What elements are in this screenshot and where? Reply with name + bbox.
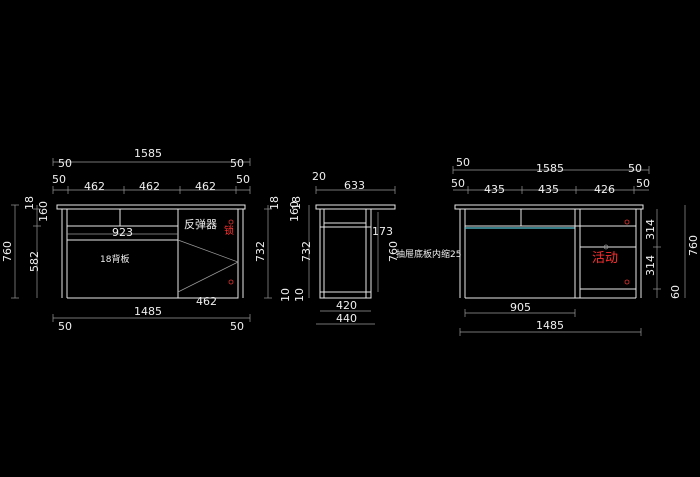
side-depth-top: 633 bbox=[344, 179, 365, 192]
front-note-back-panel: 18背板 bbox=[100, 253, 129, 265]
front-note-rebound: 反弹器 bbox=[184, 217, 217, 231]
back-height-foot: 60 bbox=[669, 285, 682, 299]
side-height-b2: 10 bbox=[293, 288, 306, 302]
back-edge-right-top: 50 bbox=[628, 162, 642, 175]
side-height-drawer: 160 bbox=[288, 201, 301, 222]
front-edge-right-2: 50 bbox=[236, 173, 250, 186]
front-bay-1: 462 bbox=[84, 180, 105, 193]
back-tabletop bbox=[454, 204, 644, 210]
back-edge-left-2: 50 bbox=[451, 177, 465, 190]
front-height-top: 18 bbox=[23, 196, 36, 210]
back-height-total: 760 bbox=[687, 235, 700, 256]
back-overall-width: 1585 bbox=[536, 162, 564, 175]
back-shelf-upper: 314 bbox=[644, 219, 657, 240]
front-height-side: 732 bbox=[254, 241, 267, 262]
side-view: 20 633 18 160 732 10 10 173 760 抽屉底板内缩25… bbox=[279, 170, 461, 325]
side-height-inner: 173 bbox=[372, 225, 393, 238]
back-edge-left-top: 50 bbox=[456, 156, 470, 169]
front-height-lower: 582 bbox=[28, 251, 41, 272]
front-edge-right-top: 50 bbox=[230, 157, 244, 170]
front-inner-width: 923 bbox=[112, 226, 133, 239]
front-note-red-mark: 锁 bbox=[224, 224, 234, 237]
side-depth-inner: 420 bbox=[336, 299, 357, 312]
front-bay-2: 462 bbox=[139, 180, 160, 193]
front-view: 1585 50 50 50 462 462 462 50 923 462 148… bbox=[1, 147, 281, 333]
side-height-b1: 10 bbox=[279, 288, 292, 302]
side-height-total: 760 bbox=[387, 241, 400, 262]
front-tabletop bbox=[56, 204, 246, 210]
back-base-width: 1485 bbox=[536, 319, 564, 332]
back-bay-3: 426 bbox=[594, 183, 615, 196]
front-edge-left-2: 50 bbox=[52, 173, 66, 186]
back-note-movable: 活动 bbox=[592, 251, 618, 266]
front-bay-3: 462 bbox=[195, 180, 216, 193]
front-base-left: 50 bbox=[58, 320, 72, 333]
back-view: 1585 50 50 50 435 435 426 50 314 314 760… bbox=[451, 156, 700, 336]
front-door-width: 462 bbox=[196, 295, 217, 308]
front-overall-width: 1585 bbox=[134, 147, 162, 160]
back-span-905: 905 bbox=[510, 301, 531, 314]
back-bay-2: 435 bbox=[538, 183, 559, 196]
front-height-total: 760 bbox=[1, 241, 14, 262]
back-bay-1: 435 bbox=[484, 183, 505, 196]
front-base-right: 50 bbox=[230, 320, 244, 333]
front-door bbox=[177, 208, 239, 299]
side-tabletop bbox=[315, 204, 396, 210]
front-base-width: 1485 bbox=[134, 305, 162, 318]
front-height-drawer: 160 bbox=[37, 201, 50, 222]
front-right-top: 18 bbox=[268, 196, 281, 210]
back-shelf-lower: 314 bbox=[644, 255, 657, 276]
side-offset-top: 20 bbox=[312, 170, 326, 183]
side-height-top: 18 bbox=[290, 196, 303, 210]
side-note-drawer: 抽屉底板内缩25 bbox=[396, 248, 461, 260]
side-height-side: 732 bbox=[300, 241, 313, 262]
side-depth-outer: 440 bbox=[336, 312, 357, 325]
back-edge-right-2: 50 bbox=[636, 177, 650, 190]
front-edge-left-top: 50 bbox=[58, 157, 72, 170]
